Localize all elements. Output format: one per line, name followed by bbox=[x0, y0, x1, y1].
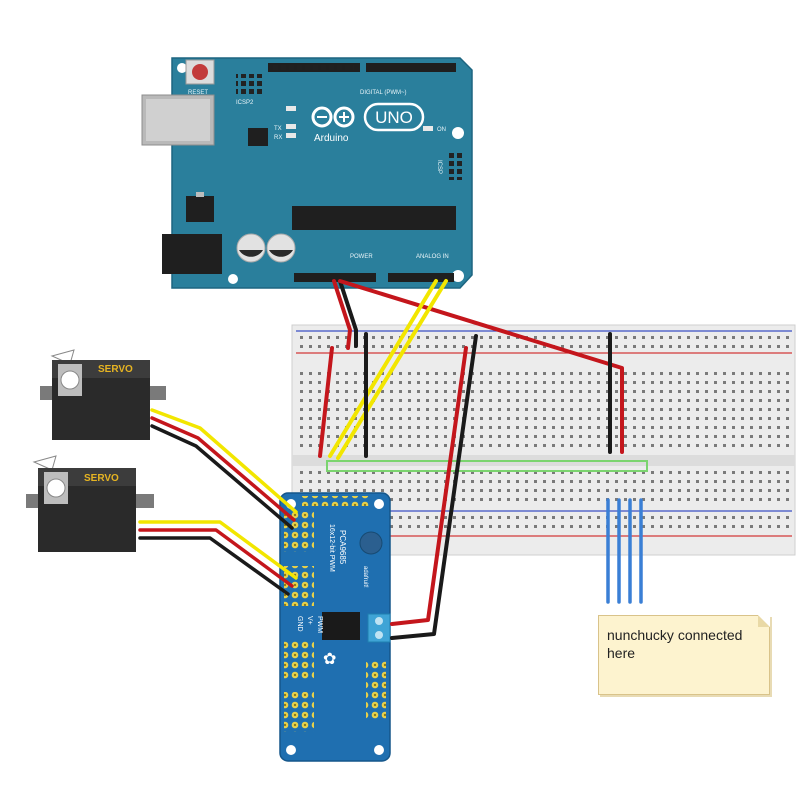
wire-red-vplus bbox=[390, 346, 468, 626]
sticky-note-text: nunchucky connected here bbox=[607, 627, 743, 661]
wire-red-jumper-1 bbox=[318, 346, 334, 458]
wire-yellow-scl bbox=[336, 279, 448, 460]
wire-red-long bbox=[338, 279, 624, 454]
pwm-maker: adafruit! bbox=[362, 566, 368, 588]
wire-black-gnd bbox=[338, 279, 358, 348]
servo-bottom-wire-yellow bbox=[138, 520, 298, 580]
reset-button bbox=[185, 59, 215, 85]
on-label: ON bbox=[437, 127, 446, 133]
wires bbox=[138, 279, 643, 640]
sticky-note: nunchucky connected here bbox=[598, 615, 770, 695]
adafruit-star-icon: ✿ bbox=[323, 651, 336, 668]
rx-label: RX bbox=[274, 135, 282, 141]
pwm-title: PCA9685 bbox=[338, 530, 347, 565]
atmega-chip bbox=[292, 206, 456, 230]
arduino-brand-label: Arduino bbox=[314, 133, 349, 144]
icsp2-label: ICSP2 bbox=[236, 100, 254, 106]
icsp-label: ICSP bbox=[436, 160, 442, 174]
wire-black-vplus-gnd bbox=[390, 334, 478, 640]
servo-bottom: SERVO bbox=[26, 455, 154, 552]
wire-yellow-sda bbox=[328, 279, 438, 458]
arduino-logo bbox=[311, 102, 425, 132]
analog-label: ANALOG IN bbox=[416, 254, 449, 260]
arduino-uno-board: RESET ICSP2 DIGITAL (PWM~) UNO Arduino T… bbox=[141, 57, 473, 289]
pwm-vplus-label: V+ bbox=[306, 616, 313, 625]
wire-red-5v bbox=[332, 279, 352, 350]
pca9685-pwm-driver: ✿ PCA9685 16x12-bit PWM adafruit! PWM V+… bbox=[279, 492, 391, 762]
servo-top-wire-black bbox=[150, 424, 294, 530]
digital-label: DIGITAL (PWM~) bbox=[360, 90, 407, 96]
servo-top: SERVO bbox=[40, 349, 166, 440]
pwm-pwm-label: PWM bbox=[316, 616, 323, 633]
reset-label: RESET bbox=[188, 90, 208, 96]
pwm-subtitle: 16x12-bit PWM bbox=[328, 524, 335, 572]
power-label: POWER bbox=[350, 254, 373, 260]
pwm-gnd-label: GND bbox=[296, 616, 303, 632]
servo-top-wire-yellow bbox=[150, 408, 298, 514]
servo-top-label: SERVO bbox=[98, 364, 133, 375]
arduino-model-label: UNO bbox=[375, 108, 413, 127]
servo-bottom-wire-black bbox=[138, 536, 290, 596]
servo-bottom-label: SERVO bbox=[84, 473, 119, 484]
servo-bottom-wire-red bbox=[138, 528, 294, 588]
servo-top-wire-red bbox=[150, 416, 296, 522]
tx-label: TX bbox=[274, 126, 282, 132]
